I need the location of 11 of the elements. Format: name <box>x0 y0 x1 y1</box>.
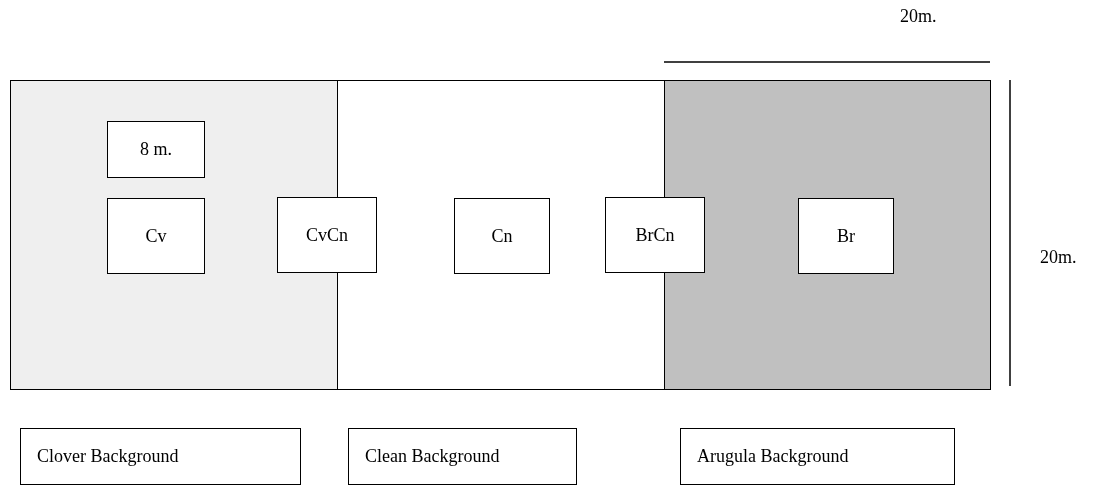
dimension-label: 20m. <box>900 6 937 27</box>
legend-box: Arugula Background <box>680 428 955 485</box>
plot-box: Cn <box>454 198 550 274</box>
plot-box: BrCn <box>605 197 705 273</box>
dimension-label: 20m. <box>1040 247 1077 268</box>
legend-box: Clean Background <box>348 428 577 485</box>
plot-box: Cv <box>107 198 205 274</box>
plot-box: CvCn <box>277 197 377 273</box>
scale-box: 8 m. <box>107 121 205 178</box>
plot-box: Br <box>798 198 894 274</box>
legend-box: Clover Background <box>20 428 301 485</box>
